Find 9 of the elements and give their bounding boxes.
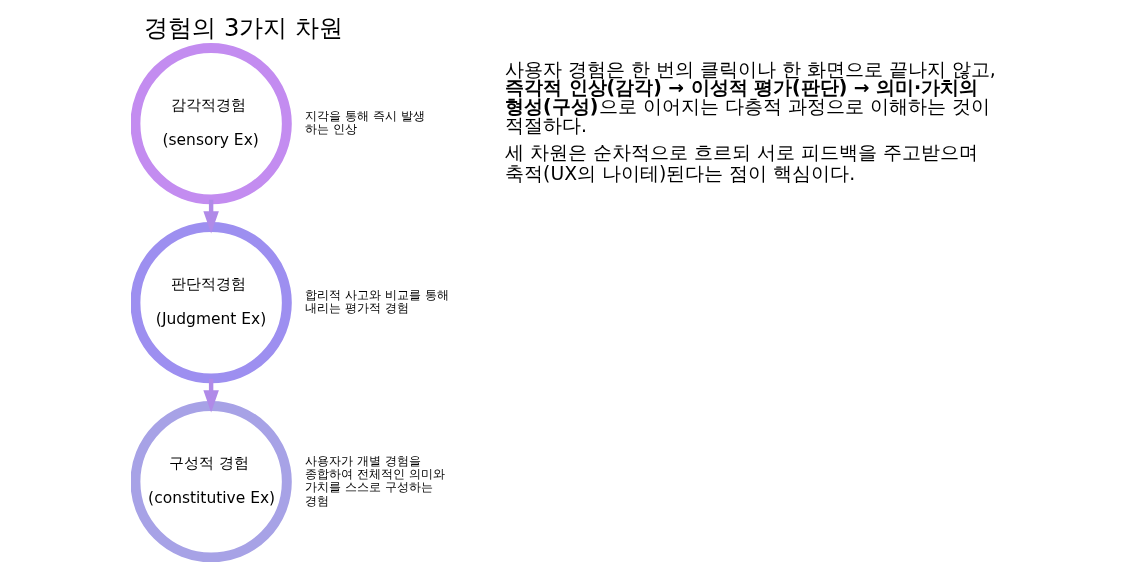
node-circle: 감각적경험 (sensory Ex)	[130, 42, 292, 205]
label: 세 차원은 순차적으로 흐르되 서로 피드백을 주고받으며 축적(UX의 나이테)된다는 점이 핵심이다.	[504, 141, 978, 184]
node-label: 지각을 통해 즉시 발생 하는 인상	[304, 109, 425, 137]
label: 사용자 경험은 한 번의 클릭이나 한 화면으로 끝나지 않고, 즉각적 인상(감각) → 이성적 평가(판단) → 의미·가치의 형성(구성)으로 이어지는 다층적 과정으로 이해하는 것이 적절하다.	[504, 58, 996, 137]
node-label: 합리적 사고와 비교를 통해 내리는 평가적 경험	[304, 288, 449, 316]
node-circle: 구성적 경험 (constitutive Ex)	[130, 401, 292, 562]
node-label: 사용자가 개별 경험을 종합하여 전체적인 의미와 가치를 스스로 구성하는 경험	[304, 453, 445, 508]
node-circle: 판단적경험 (Judgment Ex)	[130, 222, 292, 384]
diagram-title: 경험의 3가지 차원	[143, 13, 343, 43]
